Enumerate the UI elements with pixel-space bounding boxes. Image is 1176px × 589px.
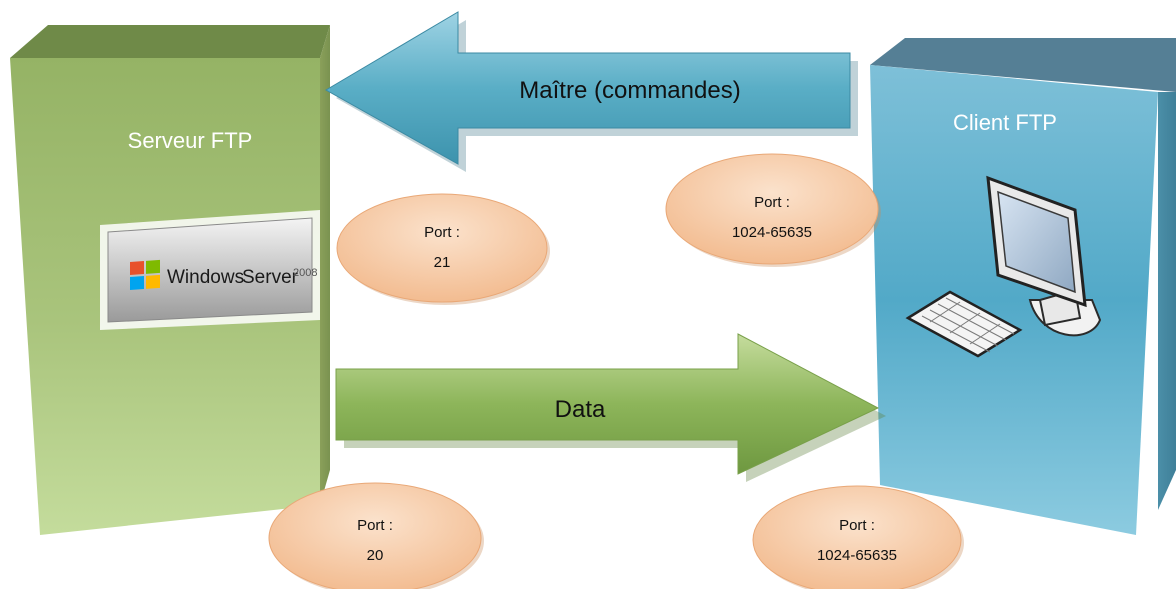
port-label: Port :: [357, 517, 393, 534]
port-server-data: Port : 20: [315, 511, 435, 571]
port-client-data: Port : 1024-65635: [797, 511, 917, 571]
client-box-top: [870, 38, 1176, 92]
logo-brand: Windows: [167, 267, 244, 288]
logo-version: 2008: [293, 267, 317, 279]
control-arrow-label: Maître (commandes): [519, 77, 741, 104]
logo-product: Server: [242, 267, 299, 288]
port-value: 1024-65635: [731, 224, 813, 241]
port-ellipse-server-data: [268, 482, 484, 589]
client-box-side: [1158, 92, 1176, 510]
port-server-control: Port : 21: [382, 218, 502, 278]
port-ellipse-client-control: [665, 153, 881, 267]
port-label: Port :: [839, 517, 875, 534]
port-value: 21: [433, 254, 451, 271]
client-box: [870, 38, 1176, 535]
port-label: Port :: [424, 224, 460, 241]
data-arrow-label: Data: [554, 396, 606, 423]
computer-workstation-icon: [905, 175, 1102, 358]
windows-flag-icon: [130, 259, 160, 290]
data-arrow: [335, 333, 886, 482]
port-value: 1024-65635: [816, 547, 898, 564]
windows-server-logo: Windows Server 2008: [100, 210, 320, 330]
port-client-control: Port : 1024-65635: [712, 188, 832, 248]
port-label: Port :: [754, 194, 790, 211]
port-ellipse-server-control: [336, 193, 550, 305]
server-box-side: [320, 25, 330, 505]
port-value: 20: [366, 547, 384, 564]
port-ellipse-client-data: [752, 485, 964, 589]
server-title: Serveur FTP: [127, 128, 253, 153]
control-arrow: [324, 11, 858, 172]
client-title: Client FTP: [953, 110, 1057, 135]
server-box-top: [10, 25, 330, 58]
client-box-front: [870, 65, 1158, 535]
